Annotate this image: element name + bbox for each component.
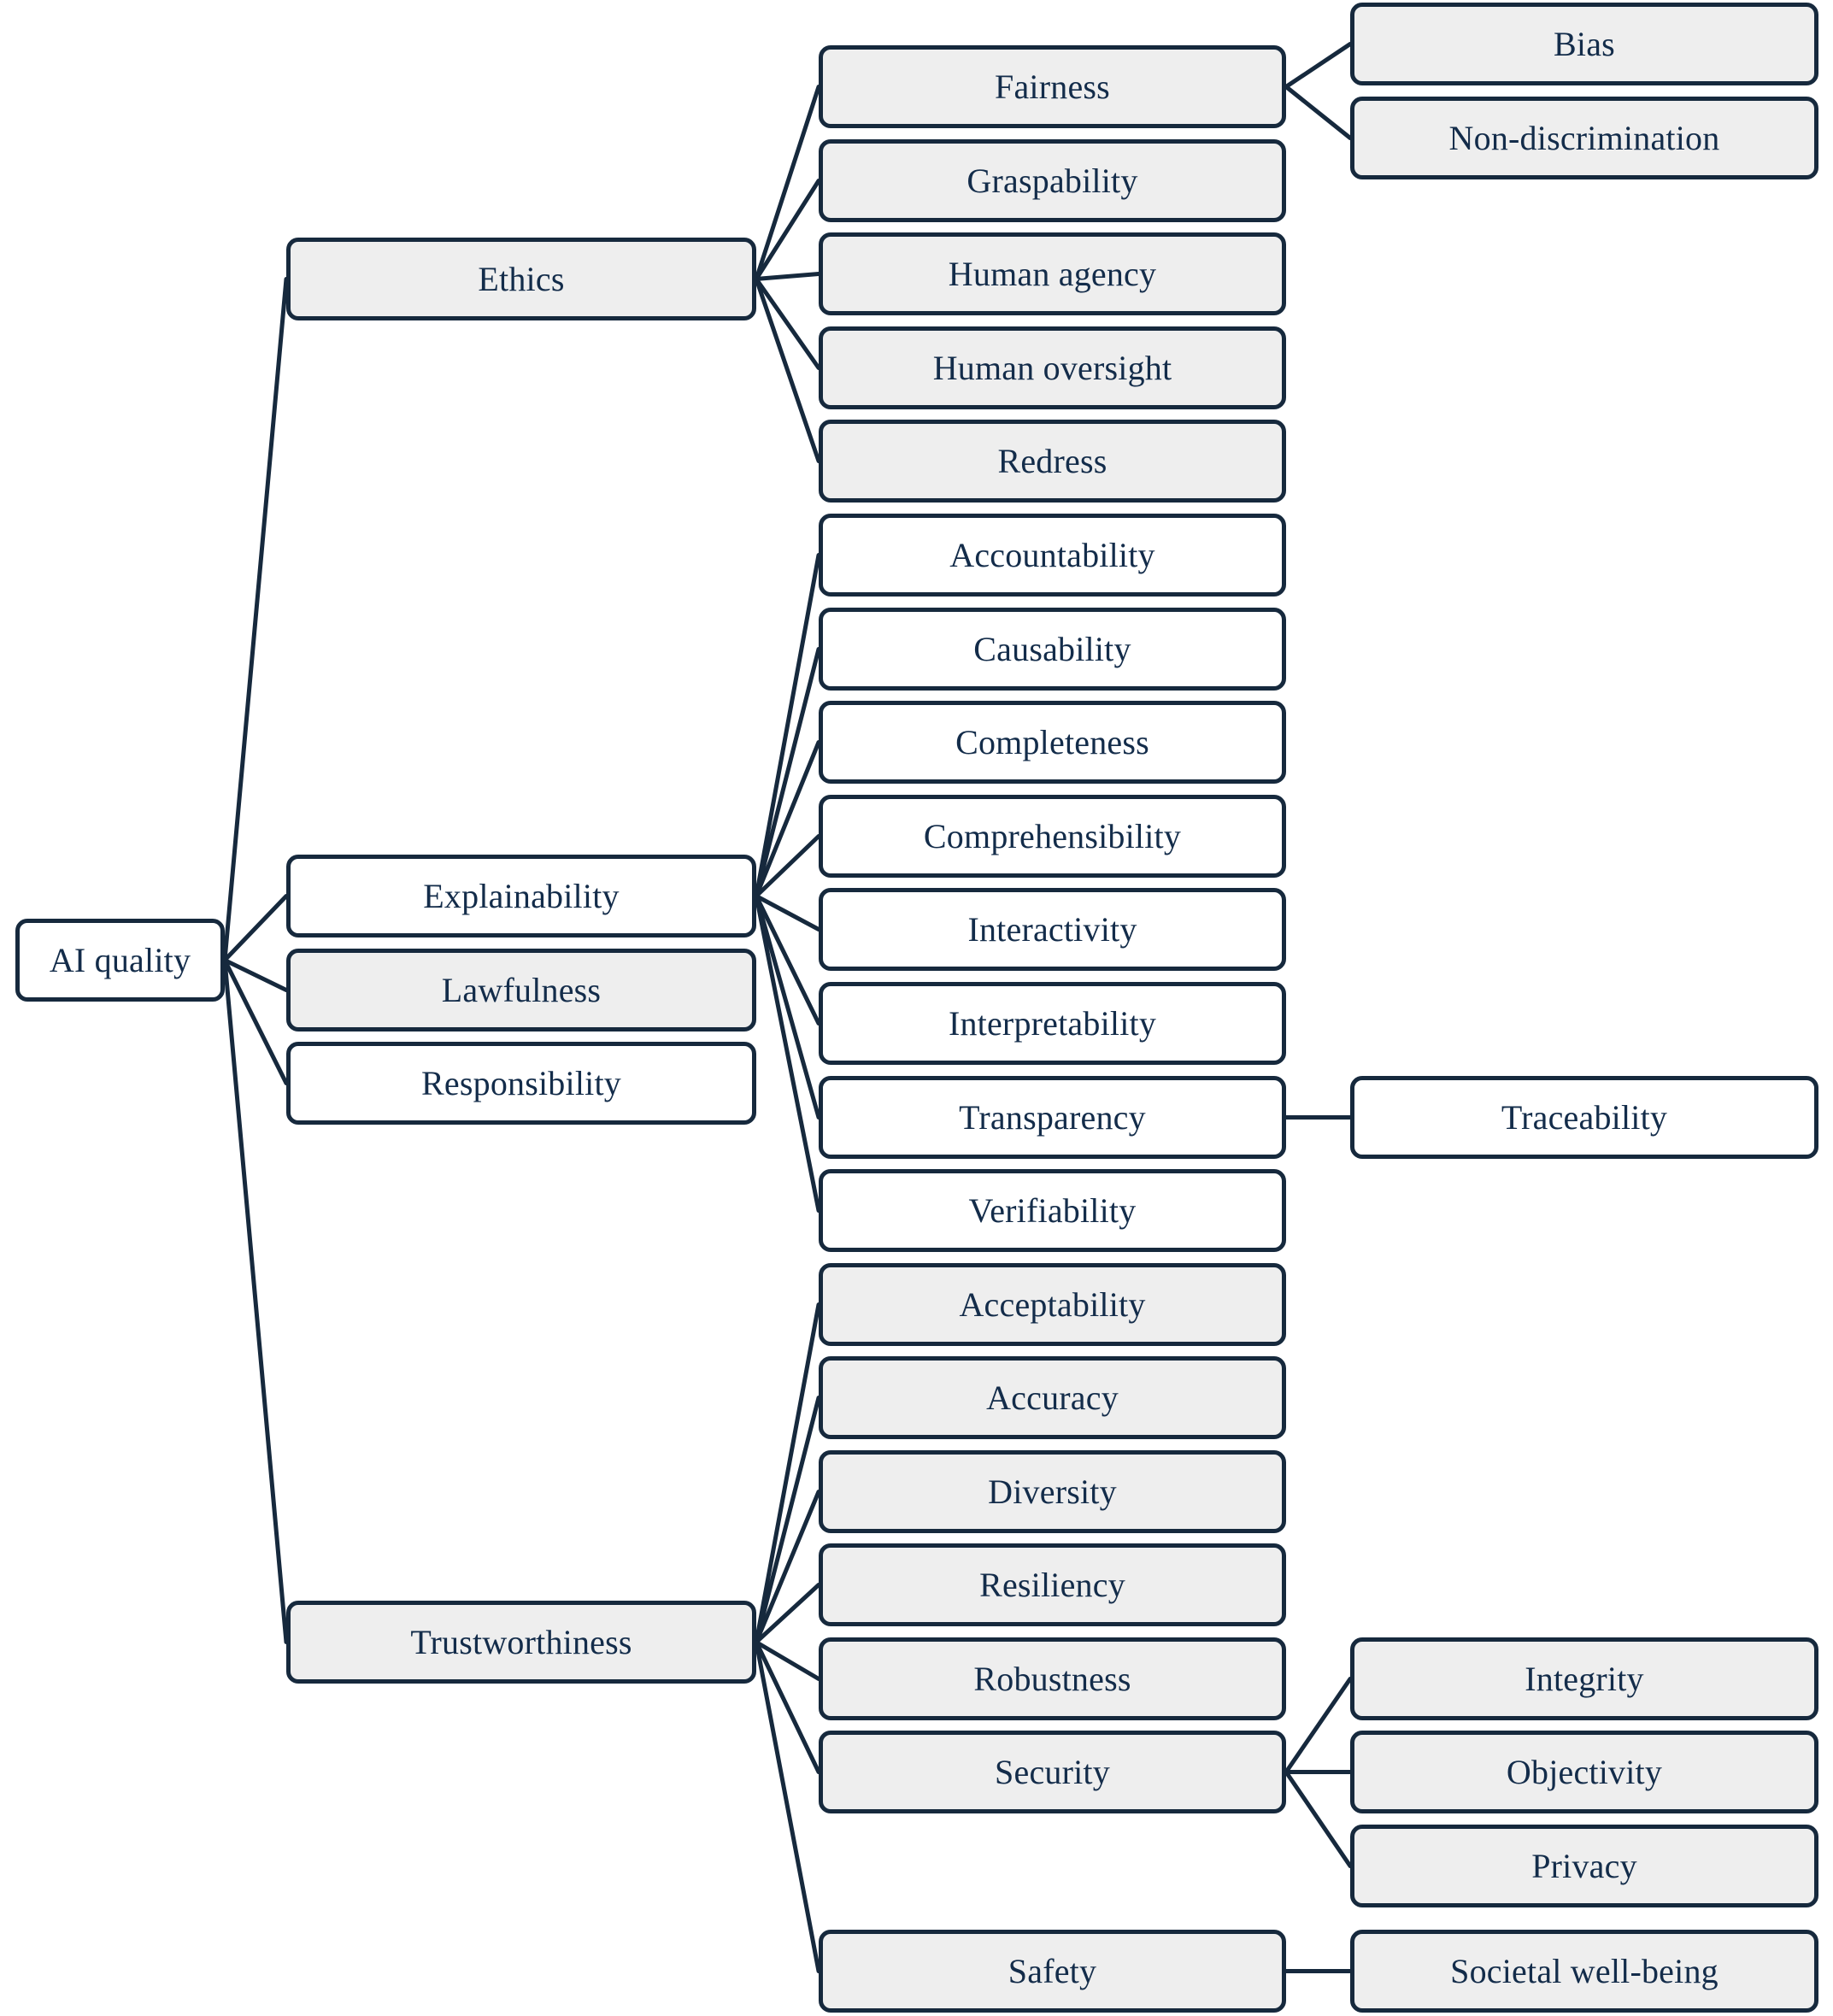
- node-accuracy[interactable]: Accuracy: [819, 1356, 1286, 1439]
- node-label: Completeness: [955, 722, 1149, 761]
- node-resiliency[interactable]: Resiliency: [819, 1543, 1286, 1626]
- node-label: Comprehensibility: [923, 816, 1182, 855]
- node-societal-wellbeing[interactable]: Societal well-being: [1350, 1930, 1818, 2013]
- node-label: AI quality: [49, 940, 191, 979]
- edge-trustworthiness-to-resiliency: [754, 1583, 821, 1644]
- edge-ethics-to-graspability: [754, 179, 821, 281]
- node-robustness[interactable]: Robustness: [819, 1637, 1286, 1720]
- node-diversity[interactable]: Diversity: [819, 1450, 1286, 1533]
- node-transparency[interactable]: Transparency: [819, 1076, 1286, 1159]
- edge-explainability-to-interpretability: [754, 894, 821, 1026]
- node-ethics[interactable]: Ethics: [286, 238, 756, 320]
- node-label: Interactivity: [967, 909, 1137, 949]
- node-graspability[interactable]: Graspability: [819, 139, 1286, 222]
- node-objectivity[interactable]: Objectivity: [1350, 1731, 1818, 1813]
- edge-trustworthiness-to-accuracy: [754, 1396, 821, 1644]
- node-label: Explainability: [423, 876, 620, 915]
- node-label: Non-discrimination: [1448, 118, 1720, 157]
- node-label: Lawfulness: [441, 970, 602, 1009]
- node-label: Integrity: [1525, 1659, 1644, 1698]
- node-integrity[interactable]: Integrity: [1350, 1637, 1818, 1720]
- node-label: Bias: [1554, 24, 1615, 63]
- node-label: Redress: [997, 441, 1107, 480]
- edge-security-to-privacy: [1284, 1770, 1353, 1868]
- node-label: Robustness: [973, 1659, 1131, 1698]
- node-interactivity[interactable]: Interactivity: [819, 888, 1286, 971]
- edge-ai-quality-to-explainability: [222, 894, 289, 962]
- node-security[interactable]: Security: [819, 1731, 1286, 1813]
- node-interpretability[interactable]: Interpretability: [819, 982, 1286, 1065]
- node-label: Security: [995, 1752, 1110, 1791]
- node-label: Traceability: [1501, 1097, 1668, 1137]
- node-label: Human oversight: [932, 348, 1172, 387]
- node-accountability[interactable]: Accountability: [819, 514, 1286, 597]
- edge-explainability-to-causability: [754, 647, 821, 898]
- node-acceptability[interactable]: Acceptability: [819, 1263, 1286, 1346]
- edge-ethics-to-fairness: [754, 85, 821, 281]
- node-comprehensibility[interactable]: Comprehensibility: [819, 795, 1286, 878]
- edge-ai-quality-to-ethics: [222, 277, 289, 962]
- edge-ai-quality-to-trustworthiness: [222, 958, 289, 1644]
- node-bias[interactable]: Bias: [1350, 3, 1818, 85]
- edge-explainability-to-transparency: [754, 894, 821, 1120]
- node-trustworthiness[interactable]: Trustworthiness: [286, 1601, 756, 1684]
- edge-ethics-to-human-agency: [754, 272, 821, 281]
- node-human-agency[interactable]: Human agency: [819, 232, 1286, 315]
- node-label: Interpretability: [948, 1003, 1157, 1043]
- node-lawfulness[interactable]: Lawfulness: [286, 949, 756, 1032]
- node-human-oversight[interactable]: Human oversight: [819, 326, 1286, 409]
- node-ai-quality[interactable]: AI quality: [15, 919, 225, 1002]
- node-responsibility[interactable]: Responsibility: [286, 1042, 756, 1125]
- node-label: Causability: [973, 629, 1131, 668]
- edge-explainability-to-interactivity: [754, 894, 821, 932]
- edge-trustworthiness-to-safety: [754, 1640, 821, 1973]
- node-non-discrimination[interactable]: Non-discrimination: [1350, 97, 1818, 179]
- node-causability[interactable]: Causability: [819, 608, 1286, 691]
- node-label: Accountability: [949, 535, 1155, 574]
- node-fairness[interactable]: Fairness: [819, 45, 1286, 128]
- node-label: Trustworthiness: [410, 1622, 632, 1661]
- node-label: Societal well-being: [1450, 1951, 1718, 1990]
- node-label: Accuracy: [986, 1378, 1119, 1417]
- node-completeness[interactable]: Completeness: [819, 701, 1286, 784]
- edge-ethics-to-human-oversight: [754, 277, 821, 370]
- edge-trustworthiness-to-diversity: [754, 1490, 821, 1644]
- node-label: Acceptability: [959, 1284, 1146, 1324]
- node-privacy[interactable]: Privacy: [1350, 1825, 1818, 1907]
- node-label: Resiliency: [979, 1565, 1125, 1604]
- edge-explainability-to-verifiability: [754, 894, 821, 1213]
- edge-fairness-to-non-discrimination: [1284, 85, 1353, 140]
- node-safety[interactable]: Safety: [819, 1930, 1286, 2013]
- edge-trustworthiness-to-robustness: [754, 1640, 821, 1681]
- edge-ai-quality-to-lawfulness: [222, 958, 289, 992]
- edge-explainability-to-comprehensibility: [754, 834, 821, 898]
- edge-ai-quality-to-responsibility: [222, 958, 289, 1085]
- edge-security-to-integrity: [1284, 1677, 1353, 1774]
- edge-trustworthiness-to-security: [754, 1640, 821, 1774]
- node-label: Fairness: [995, 67, 1110, 106]
- edge-explainability-to-accountability: [754, 553, 821, 898]
- node-label: Graspability: [966, 161, 1138, 200]
- node-label: Ethics: [478, 259, 565, 298]
- node-label: Human agency: [948, 254, 1157, 293]
- node-explainability[interactable]: Explainability: [286, 855, 756, 937]
- node-label: Safety: [1008, 1951, 1097, 1990]
- node-verifiability[interactable]: Verifiability: [819, 1169, 1286, 1252]
- node-label: Diversity: [988, 1472, 1117, 1511]
- edge-explainability-to-completeness: [754, 740, 821, 898]
- edge-ethics-to-redress: [754, 277, 821, 463]
- node-traceability[interactable]: Traceability: [1350, 1076, 1818, 1159]
- node-label: Responsibility: [421, 1063, 621, 1102]
- node-label: Verifiability: [968, 1190, 1137, 1230]
- node-label: Objectivity: [1506, 1752, 1663, 1791]
- node-label: Transparency: [959, 1097, 1146, 1137]
- edge-fairness-to-bias: [1284, 42, 1353, 89]
- node-label: Privacy: [1531, 1846, 1637, 1885]
- node-redress[interactable]: Redress: [819, 420, 1286, 503]
- edge-trustworthiness-to-acceptability: [754, 1302, 821, 1644]
